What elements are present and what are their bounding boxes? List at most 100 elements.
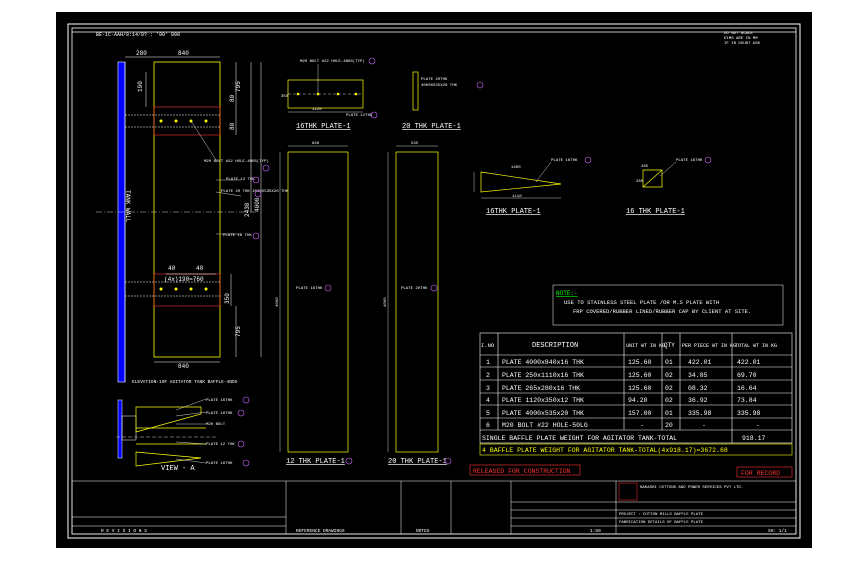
svg-text:PLATE 16 THK: PLATE 16 THK (223, 234, 252, 238)
note-box: NOTE:- USE TO STAINLESS STEEL PLATE /OR … (552, 284, 784, 326)
svg-text:16.64: 16.64 (737, 385, 757, 392)
svg-text:335.98: 335.98 (688, 410, 712, 417)
svg-text:422.01: 422.01 (688, 359, 712, 366)
svg-text:280: 280 (136, 50, 147, 57)
svg-text:PLATE 20 THK 4000X535X20 THK: PLATE 20 THK 4000X535X20 THK (221, 190, 289, 194)
outer-border (67, 23, 801, 539)
sheet-value: SH: 1/1 (768, 528, 787, 534)
svg-text:840: 840 (178, 363, 189, 370)
bom-headers: I.NO DESCRIPTION UNIT WT IN KG QTY PER P… (481, 342, 777, 350)
svg-text:PLATE 16THK: PLATE 16THK (206, 412, 233, 416)
view-a: PLATE 16THK PLATE 16THK M20 BOLT PLATE 1… (116, 396, 250, 473)
project-name: PROJECT : COTTON MILLS BAFFLE PLATE (619, 513, 704, 517)
svg-text:280: 280 (636, 180, 644, 184)
for-record-stamp: FOR RECORD (741, 470, 780, 477)
elevation-caption: ELEVATION-1OF AGITATOR TANK BAFFLE-4NOS (132, 379, 238, 385)
svg-text:125.60: 125.60 (628, 372, 652, 379)
svg-text:125.60: 125.60 (628, 385, 652, 392)
svg-text:265: 265 (641, 165, 649, 169)
baffle-plate-elevation (153, 61, 221, 358)
cad-drawing: BE-1C-AAH/8:14/8? : '90' 808 DO NOT SCAL… (67, 23, 801, 539)
svg-text:PLATE 16THK: PLATE 16THK (551, 159, 578, 163)
title-row: BE-1C-AAH/8:14/8? : '90' 808 (96, 32, 180, 38)
tank-wall (117, 61, 126, 383)
svg-text:73.84: 73.84 (737, 397, 757, 404)
svg-text:FRP COVERED/RUBBER LINED/RUBBE: FRP COVERED/RUBBER LINED/RUBBER CAP BY C… (573, 308, 751, 315)
svg-text:20 THK PLATE-1: 20 THK PLATE-1 (402, 123, 461, 131)
svg-text:PLATE 16THK: PLATE 16THK (676, 159, 703, 163)
svg-text:PLATE 16THK: PLATE 16THK (206, 399, 233, 403)
plate-16-detail: 1120 350 M20 BOLT #22 HOLE-4NOS(TYP) PLA… (281, 57, 378, 131)
svg-text:6: 6 (486, 422, 490, 429)
svg-text:IF IN DOUBT ASK: IF IN DOUBT ASK (724, 42, 761, 46)
svg-text:-: - (756, 422, 760, 429)
svg-text:01: 01 (665, 410, 673, 417)
svg-text:4000: 4000 (276, 297, 280, 307)
svg-text:125.60: 125.60 (628, 359, 652, 366)
svg-text:DO NOT SCALE: DO NOT SCALE (724, 32, 753, 36)
plate-16-small: 265 280 PLATE 16THK 16 THK PLATE-1 (626, 156, 712, 216)
bom-four-total: 4 BAFFLE PLATE WEIGHT FOR AGITATOR TANK-… (482, 447, 728, 454)
svg-text:1: 1 (486, 359, 490, 366)
svg-text:PLATE 4000x535x20 THK: PLATE 4000x535x20 THK (502, 410, 584, 417)
svg-text:PLATE 16THK: PLATE 16THK (206, 462, 233, 466)
svg-text:36.92: 36.92 (688, 397, 708, 404)
svg-text:QTY: QTY (664, 342, 675, 349)
svg-text:4: 4 (486, 397, 490, 404)
svg-text:PLATE 20THK: PLATE 20THK (421, 78, 448, 82)
revisions-label: R E V I S I O N S (101, 528, 147, 534)
svg-text:157.00: 157.00 (628, 410, 652, 417)
svg-text:PLATE 20THK: PLATE 20THK (401, 287, 428, 291)
elevation-view: TANK WALL 28 (96, 50, 289, 385)
tank-wall-label: TANK WALL (124, 190, 131, 223)
svg-text:08.32: 08.32 (688, 385, 708, 392)
svg-text:350: 350 (224, 293, 231, 304)
svg-text:5: 5 (486, 410, 490, 417)
svg-text:335.98: 335.98 (737, 410, 761, 417)
svg-text:3: 3 (486, 385, 490, 392)
svg-text:80: 80 (229, 122, 236, 130)
view-a-caption: VIEW - A (161, 465, 195, 473)
svg-text:20: 20 (665, 422, 673, 429)
svg-text:795: 795 (235, 81, 242, 92)
drawing-title: FABRICATION DETAILS OF BAFFLE PLATE (619, 521, 704, 525)
released-stamp: RELEASED FOR CONSTRUCTION (473, 468, 571, 475)
svg-text:PLATE 1120x350x12 THK: PLATE 1120x350x12 THK (502, 397, 584, 404)
svg-text:TOTAL WT IN KG: TOTAL WT IN KG (735, 343, 777, 349)
svg-text:(4x)190=760: (4x)190=760 (164, 276, 204, 283)
svg-text:4000X535X20 THK: 4000X535X20 THK (421, 84, 458, 88)
svg-text:12 THK PLATE-1: 12 THK PLATE-1 (286, 458, 345, 466)
svg-text:1110: 1110 (512, 195, 522, 199)
svg-text:1120: 1120 (312, 108, 322, 112)
reference-label: REFERENCE DRAWINGS (296, 528, 345, 534)
plate-20-detail: PLATE 20THK 4000X535X20 THK 20 THK PLATE… (402, 71, 484, 131)
svg-text:DIMS ARE IN MM: DIMS ARE IN MM (724, 37, 758, 41)
plate-20-long: 535 4000 PLATE 20THK 20 THK PLATE-1 (384, 142, 452, 466)
svg-text:M20 BOLT: M20 BOLT (206, 423, 226, 427)
svg-text:PLATE 12 THK: PLATE 12 THK (226, 178, 255, 182)
svg-text:16 THK PLATE-1: 16 THK PLATE-1 (626, 208, 685, 216)
svg-text:190: 190 (137, 81, 144, 92)
bom-single-total: SINGLE BAFFLE PLATE WEIGHT FOR AGITATOR … (482, 435, 677, 442)
plate-12-long: 840 4000 PLATE 16THK 12 THK PLATE-1 (276, 142, 353, 466)
svg-text:4000: 4000 (384, 297, 388, 307)
svg-text:350: 350 (281, 95, 289, 99)
svg-text:NOTE:-: NOTE:- (556, 290, 578, 297)
notes-label: NOTES (416, 528, 430, 534)
svg-text:535: 535 (411, 142, 419, 146)
company-name: NAKASHI COTTONS AND POWER SERVICES PVT L… (640, 486, 743, 490)
svg-text:34.85: 34.85 (688, 372, 708, 379)
svg-text:94.20: 94.20 (628, 397, 648, 404)
svg-text:02: 02 (665, 397, 673, 404)
cad-viewport[interactable]: BE-1C-AAH/8:14/8? : '90' 808 DO NOT SCAL… (56, 12, 812, 548)
svg-text:PLATE 4000x840x16 THK: PLATE 4000x840x16 THK (502, 359, 584, 366)
svg-text:-: - (702, 422, 706, 429)
svg-text:20 THK PLATE-1: 20 THK PLATE-1 (388, 458, 447, 466)
svg-text:-: - (640, 422, 644, 429)
svg-text:USE TO STAINLESS STEEL PLATE /: USE TO STAINLESS STEEL PLATE /OR M.S PLA… (564, 299, 719, 306)
svg-text:PLATE 250x1110x16 THK: PLATE 250x1110x16 THK (502, 372, 584, 379)
svg-text:4000: 4000 (254, 197, 261, 212)
svg-text:02: 02 (665, 372, 673, 379)
svg-text:I.NO: I.NO (481, 342, 495, 349)
svg-text:PLATE 265x280x16 THK: PLATE 265x280x16 THK (502, 385, 580, 392)
